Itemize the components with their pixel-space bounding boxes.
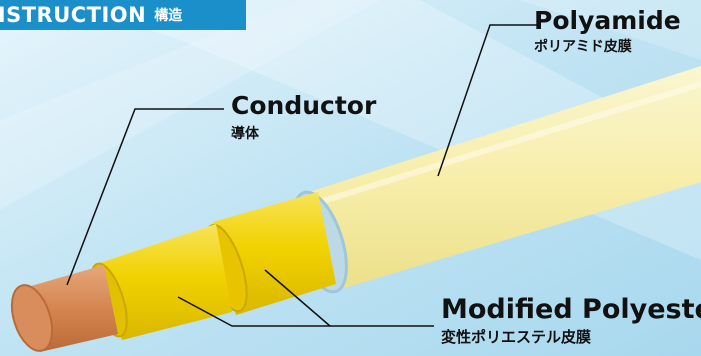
label-modified-polyester-en: Modified Polyester: [441, 294, 701, 325]
conductor-core-end: [10, 284, 54, 352]
label-conductor-jp: 導体: [231, 126, 259, 142]
polyester-layer-inner: [100, 224, 232, 340]
leader-line-polyamide: [437, 24, 539, 177]
polyamide-layer: [303, 66, 701, 288]
leader-line-modified-2: [264, 269, 331, 327]
section-header: NSTRUCTION 構造: [0, 0, 246, 30]
label-polyamide: Polyamide ポリアミド皮膜: [534, 6, 681, 58]
label-modified-polyester: Modified Polyester 変性ポリエステル皮膜: [441, 294, 701, 348]
background-light-ray: [520, 0, 701, 60]
leader-line-conductor: [66, 108, 224, 286]
label-polyamide-en: Polyamide: [534, 6, 681, 35]
label-polyamide-jp: ポリアミド皮膜: [534, 39, 632, 55]
leader-line-modified-1: [177, 296, 434, 327]
background-light-ray: [0, 0, 380, 210]
polyamide-highlight: [309, 81, 701, 208]
label-modified-polyester-jp: 変性ポリエステル皮膜: [441, 328, 592, 346]
background-light-ray: [60, 0, 701, 260]
label-conductor: Conductor 導体: [231, 91, 376, 145]
label-conductor-en: Conductor: [231, 91, 377, 120]
section-header-title: NSTRUCTION: [0, 3, 147, 27]
section-header-title-jp: 構造: [154, 8, 183, 24]
